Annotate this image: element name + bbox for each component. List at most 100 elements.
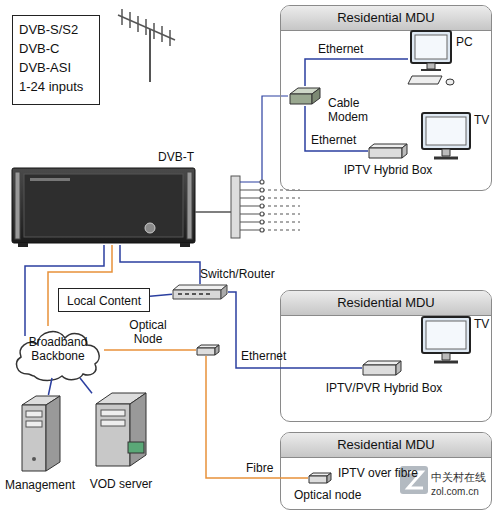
shape-part [422, 317, 470, 353]
connector-line [228, 292, 362, 368]
shape-part [434, 361, 458, 364]
headend-unit [12, 168, 195, 247]
set-top-box-graphic [368, 143, 408, 159]
node-label: 1-24 inputs [19, 79, 95, 95]
shape-part [149, 29, 151, 82]
node-label: VOD server [84, 476, 158, 492]
node-label: DVB-S/S2 [19, 22, 95, 38]
shape-part [415, 35, 447, 59]
server-icon: VOD server [92, 392, 150, 468]
shape-part [48, 245, 112, 326]
watermark-text: 中关村在线 [431, 470, 486, 485]
shape-part [46, 396, 60, 471]
shape-part [24, 174, 183, 237]
shape-part [195, 211, 231, 213]
shape-part [260, 204, 264, 208]
panel-heading: Residential MDU [281, 291, 491, 316]
shape-part [421, 69, 441, 71]
node-label: TV [474, 316, 492, 332]
pc-icon: PC [408, 30, 456, 88]
shape-part [128, 442, 144, 453]
shape-part [446, 79, 454, 85]
antenna [118, 9, 175, 82]
connector-line [206, 356, 308, 478]
shape-part [422, 113, 470, 149]
shape-part [22, 405, 46, 471]
optical-node-icon: IPTV over fibreOptical node [308, 472, 332, 484]
shape-part [260, 212, 264, 216]
shape-part [197, 348, 215, 355]
mdu-panel: Residential MDUTV IPTV/PVR Hybrid Box [280, 290, 492, 422]
input-box: DVB-S/S2DVB-C DVB-ASI 1-24 inputs [12, 15, 100, 105]
shape-part [434, 157, 458, 160]
connector-line [305, 59, 408, 86]
shape-part [122, 9, 170, 46]
router-icon: Switch/Router [172, 284, 228, 300]
shape-part [260, 228, 264, 232]
tv-icon-graphic [420, 316, 472, 366]
panel-heading: Residential MDU [281, 6, 491, 31]
shape-part [309, 476, 327, 483]
shape-part [15, 172, 20, 239]
connector-line [150, 294, 172, 296]
shape-part [145, 223, 155, 233]
shape-part [17, 332, 100, 381]
shape-part [30, 178, 70, 181]
node-label: TV [474, 112, 492, 128]
connector-label: Fibre [246, 461, 273, 475]
shape-part [101, 410, 125, 416]
set-top-box-graphic [362, 360, 406, 376]
tv-icon: TV [420, 316, 472, 366]
shape-part [26, 421, 42, 427]
panel-heading: Residential MDU [281, 433, 491, 458]
splitter [195, 96, 300, 238]
shape-part [173, 290, 221, 299]
server-icon-graphic [18, 395, 62, 473]
cloud-shape: Broadband Backbone [12, 322, 104, 378]
shape-part [240, 190, 262, 230]
shape-part [101, 420, 125, 426]
shape-part [426, 321, 466, 349]
node-label: DVB-ASI [19, 60, 95, 76]
shape-part [363, 361, 401, 365]
optical-node-icon-graphic [196, 344, 216, 356]
connector-label: Ethernet [318, 42, 363, 56]
shape-part [363, 365, 396, 375]
node-label: DVB-C [19, 41, 95, 57]
shape-part [130, 393, 146, 466]
node-label: Management [2, 477, 78, 493]
shape-part [187, 172, 192, 239]
shape-part [411, 31, 451, 63]
node-label: Optical node [294, 487, 384, 503]
shape-part [178, 293, 210, 295]
connector-line [80, 378, 92, 393]
shape-part [442, 149, 450, 156]
shape-part [173, 285, 227, 290]
node-label: IPTV/PVR Hybrid Box [319, 380, 449, 396]
set-top-box: IPTV Hybrid Box [368, 143, 408, 159]
pc-icon-graphic [408, 30, 456, 88]
connector-label: Ethernet [311, 133, 356, 147]
shape-part [402, 144, 407, 158]
shape-part [12, 168, 195, 243]
node-label: IPTV over fibre [338, 465, 438, 481]
shape-part [260, 188, 264, 192]
node-label: PC [456, 34, 476, 50]
shape-part [290, 94, 312, 104]
shape-part [262, 190, 300, 230]
shape-part [96, 404, 130, 466]
shape-part [26, 411, 42, 417]
shape-part [180, 243, 190, 247]
shape-part [396, 361, 401, 375]
shape-part [427, 63, 435, 69]
shape-part [312, 88, 320, 104]
connector-line [305, 106, 368, 151]
shape-part [231, 176, 240, 238]
shape-part [260, 220, 264, 224]
shape-part [369, 148, 402, 158]
connector-line [48, 378, 52, 395]
node-label: Cable Modem [328, 96, 374, 124]
node-label: Local Content [59, 293, 149, 309]
optical-node-icon: Optical Node [196, 344, 216, 356]
